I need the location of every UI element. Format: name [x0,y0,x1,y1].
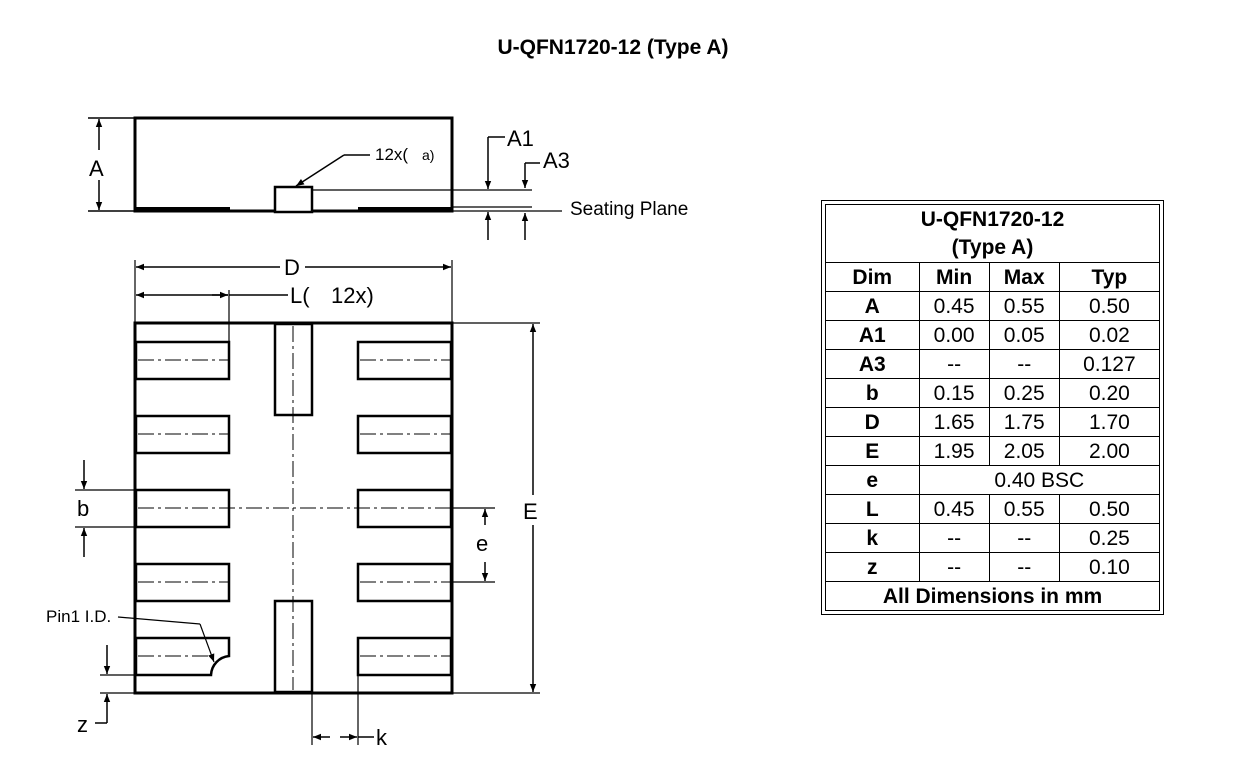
row-typ: 1.70 [1058,407,1161,437]
dim-A1-label: A1 [507,126,534,151]
row-max: -- [988,349,1060,379]
dim-b-label: b [77,496,89,521]
dim-A3-label: A3 [543,148,570,173]
header-max: Max [988,262,1060,292]
page-title: U-QFN1720-12 (Type A) [497,36,729,59]
pad-id-label: a) [422,147,434,163]
row-min: 0.45 [918,291,990,321]
pad-left-4 [134,562,231,603]
row-dim: D [825,407,920,437]
row-min: 1.95 [918,436,990,466]
side-view: A 12x( a) A1 A3 Seating Plane [88,116,688,240]
row-max: 1.75 [988,407,1060,437]
table-header-row: Dim Min Max Typ [825,262,1161,292]
pad-count-label: 12x( [375,145,408,164]
row-typ: 0.50 [1058,291,1161,321]
row-dim: L [825,494,920,524]
row-max: 0.25 [988,378,1060,408]
table-row: b 0.15 0.25 0.20 [825,378,1161,408]
header-typ: Typ [1058,262,1161,292]
row-dim: b [825,378,920,408]
row-typ: 0.50 [1058,494,1161,524]
pad-right-5 [356,636,453,677]
row-typ: 2.00 [1058,436,1161,466]
table-row: z -- -- 0.10 [825,552,1161,582]
dimension-table: U-QFN1720-12 (Type A) Dim Min Max Typ A … [821,200,1164,615]
table-row: k -- -- 0.25 [825,523,1161,553]
pin1-id-label: Pin1 I.D. [46,607,111,626]
bottom-view: D L( 12x) E b e Pin1 I.D. [46,255,540,750]
row-min: 0.15 [918,378,990,408]
row-dim: A3 [825,349,920,379]
header-dim: Dim [825,262,920,292]
row-max: 0.55 [988,494,1060,524]
pad-right-2 [356,414,453,455]
row-span-value: 0.40 BSC [918,465,1161,495]
seating-plane-label: Seating Plane [570,199,688,220]
side-view-left-lead [136,207,230,212]
pad-right-1 [356,340,453,381]
row-typ: 0.02 [1058,320,1161,350]
pad-left-5-pin1 [134,636,231,677]
table-title-line1: U-QFN1720-12 [920,208,1065,232]
row-typ: 0.127 [1058,349,1161,379]
row-dim: A1 [825,320,920,350]
table-row: A1 0.00 0.05 0.02 [825,320,1161,350]
table-row: A3 -- -- 0.127 [825,349,1161,379]
row-max: -- [988,523,1060,553]
dim-L-label: L( [290,283,310,308]
table-row: e 0.40 BSC [825,465,1161,495]
row-max: 0.05 [988,320,1060,350]
dim-A-label: A [89,156,104,181]
row-dim: z [825,552,920,582]
pad-left-1 [134,340,231,381]
row-max: 0.55 [988,291,1060,321]
row-min: -- [918,523,990,553]
table-footer: All Dimensions in mm [825,581,1160,611]
row-min: 0.45 [918,494,990,524]
row-dim: E [825,436,920,466]
centerlines [138,326,450,690]
dim-k-label: k [376,725,388,750]
dim-L-count-label: 12x) [331,283,374,308]
dim-e-label: e [476,531,488,556]
pad-left-2 [134,414,231,455]
header-min: Min [918,262,990,292]
table-title-line2: (Type A) [951,235,1034,259]
row-min: -- [918,552,990,582]
table-row: D 1.65 1.75 1.70 [825,407,1161,437]
pad-right-4 [356,562,453,603]
dimension-table-grid: U-QFN1720-12 (Type A) Dim Min Max Typ A … [825,204,1161,611]
row-max: 2.05 [988,436,1060,466]
row-min: -- [918,349,990,379]
table-row: E 1.95 2.05 2.00 [825,436,1161,466]
row-min: 0.00 [918,320,990,350]
dim-z-label: z [77,712,88,737]
side-view-right-lead [358,207,452,212]
row-typ: 0.10 [1058,552,1161,582]
dim-E-label: E [523,499,538,524]
side-view-center-pad [273,185,314,214]
table-title: U-QFN1720-12 (Type A) [825,204,1160,263]
row-dim: k [825,523,920,553]
row-typ: 0.20 [1058,378,1161,408]
row-min: 1.65 [918,407,990,437]
table-footer-row: All Dimensions in mm [825,581,1160,611]
table-row: L 0.45 0.55 0.50 [825,494,1161,524]
row-dim: e [825,465,920,495]
dim-D-label: D [284,255,300,280]
row-typ: 0.25 [1058,523,1161,553]
table-row: A 0.45 0.55 0.50 [825,291,1161,321]
row-max: -- [988,552,1060,582]
row-dim: A [825,291,920,321]
